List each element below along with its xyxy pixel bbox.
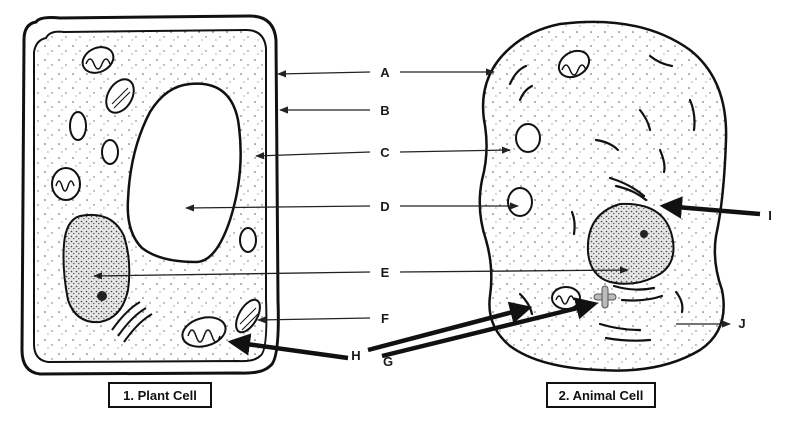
- animal-nucleus: [586, 202, 675, 285]
- plant-cell-caption: 1. Plant Cell: [108, 382, 212, 408]
- plant-vacuole: [126, 82, 242, 264]
- plant-nucleus: [62, 214, 131, 324]
- plant-mitochondrion: [51, 167, 81, 201]
- label-e: E: [381, 265, 390, 280]
- plant-vesicle: [239, 227, 257, 253]
- plant-vesicle: [69, 111, 87, 141]
- label-f: F: [381, 311, 389, 326]
- label-h: H: [351, 348, 360, 363]
- animal-nucleolus: [640, 230, 648, 238]
- animal-organelle-strokes: [508, 54, 696, 342]
- plant-chloroplast: [235, 298, 261, 334]
- plant-nucleolus: [97, 291, 107, 301]
- animal-cell: [478, 20, 728, 372]
- animal-centriole: [593, 285, 617, 309]
- label-c: C: [380, 145, 390, 160]
- animal-mitochondrion: [551, 286, 581, 310]
- animal-vesicle: [507, 187, 533, 217]
- pointer-lines: [93, 68, 731, 328]
- animal-vesicle: [515, 123, 541, 153]
- animal-mitochondrion: [557, 49, 591, 79]
- plant-mitochondrion: [81, 46, 115, 74]
- label-d: D: [380, 199, 389, 214]
- plant-golgi: [111, 301, 153, 343]
- plant-mitochondrion: [181, 316, 227, 348]
- label-j: J: [738, 316, 745, 331]
- bold-arrows: [227, 196, 761, 361]
- animal-cell-caption: 2. Animal Cell: [546, 382, 656, 408]
- label-i: I: [768, 208, 772, 223]
- label-a: A: [380, 65, 390, 80]
- animal-cell-membrane: [478, 20, 728, 372]
- plant-cell: [20, 14, 280, 376]
- label-b: B: [380, 103, 389, 118]
- plant-chloroplast: [105, 78, 135, 114]
- plant-vesicle: [101, 139, 119, 165]
- label-g: G: [383, 354, 393, 369]
